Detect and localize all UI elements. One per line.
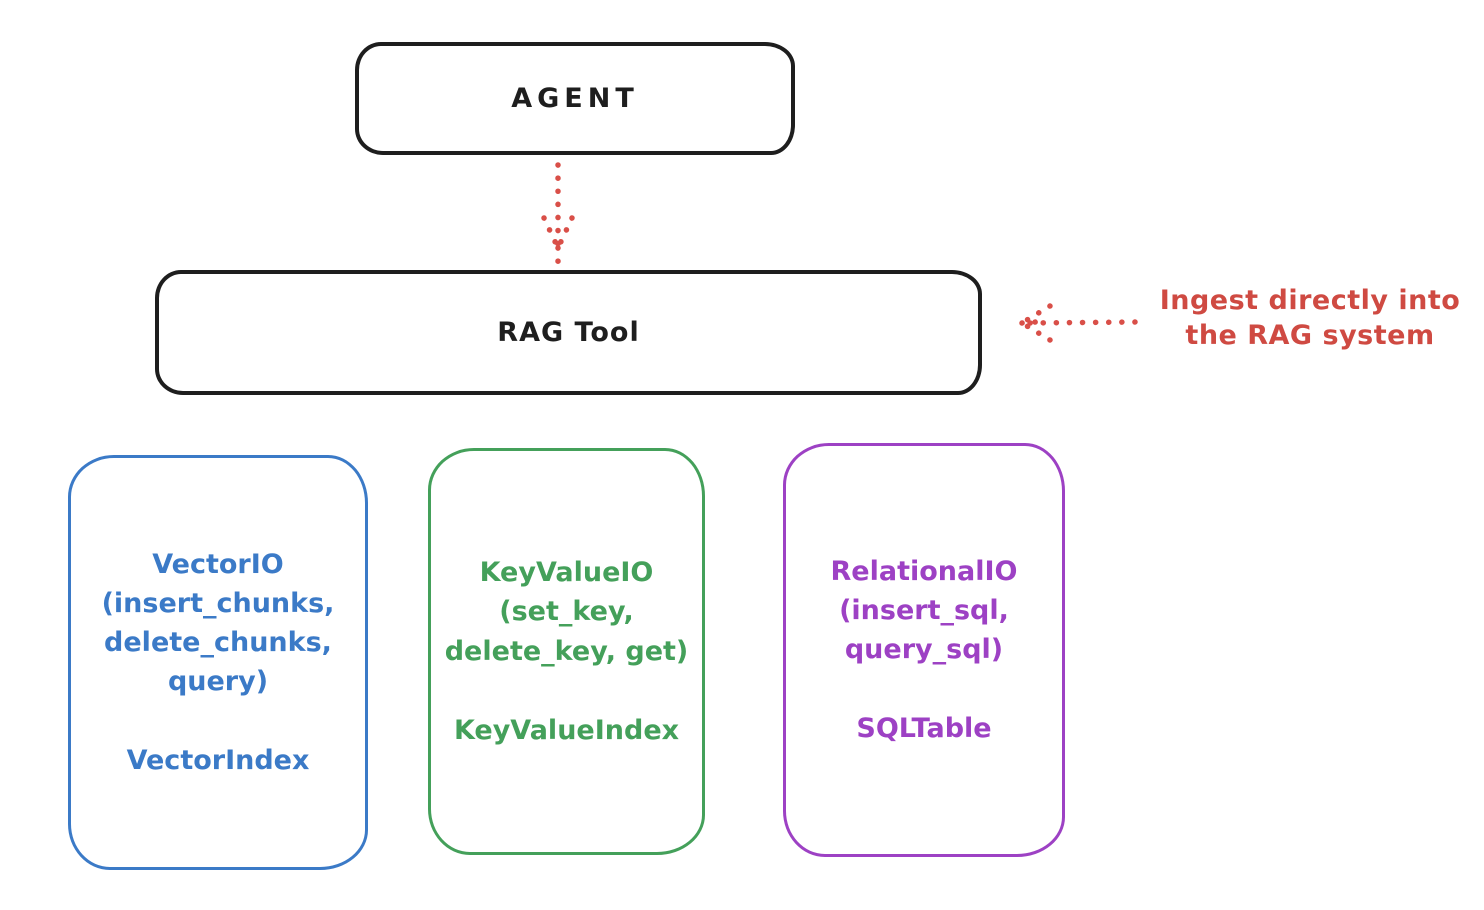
- agent-box: AGENT: [355, 42, 795, 155]
- agent-box-label: AGENT: [511, 83, 639, 114]
- vector-io-box: VectorIO (insert_chunks, delete_chunks, …: [68, 455, 368, 870]
- vector-index-label: VectorIndex: [126, 745, 310, 777]
- relational-io-box: RelationalIO (insert_sql, query_sql) SQL…: [783, 443, 1065, 857]
- dotted-down-arrow-icon: [541, 162, 575, 265]
- dotted-left-arrow-icon: [1019, 303, 1138, 343]
- rag-tool-box: RAG Tool: [155, 270, 982, 395]
- keyvalue-io-interface-text: KeyValueIO (set_key, delete_key, get): [444, 557, 689, 667]
- sql-table-label: SQLTable: [856, 713, 992, 745]
- relational-io-interface-text: RelationalIO (insert_sql, query_sql): [830, 555, 1018, 665]
- ingest-annotation: Ingest directly into the RAG system: [1159, 285, 1461, 352]
- vector-io-interface-text: VectorIO (insert_chunks, delete_chunks, …: [101, 548, 335, 698]
- keyvalue-io-box: KeyValueIO (set_key, delete_key, get) Ke…: [428, 448, 705, 855]
- keyvalue-index-label: KeyValueIndex: [453, 714, 680, 746]
- rag-tool-box-label: RAG Tool: [497, 317, 640, 348]
